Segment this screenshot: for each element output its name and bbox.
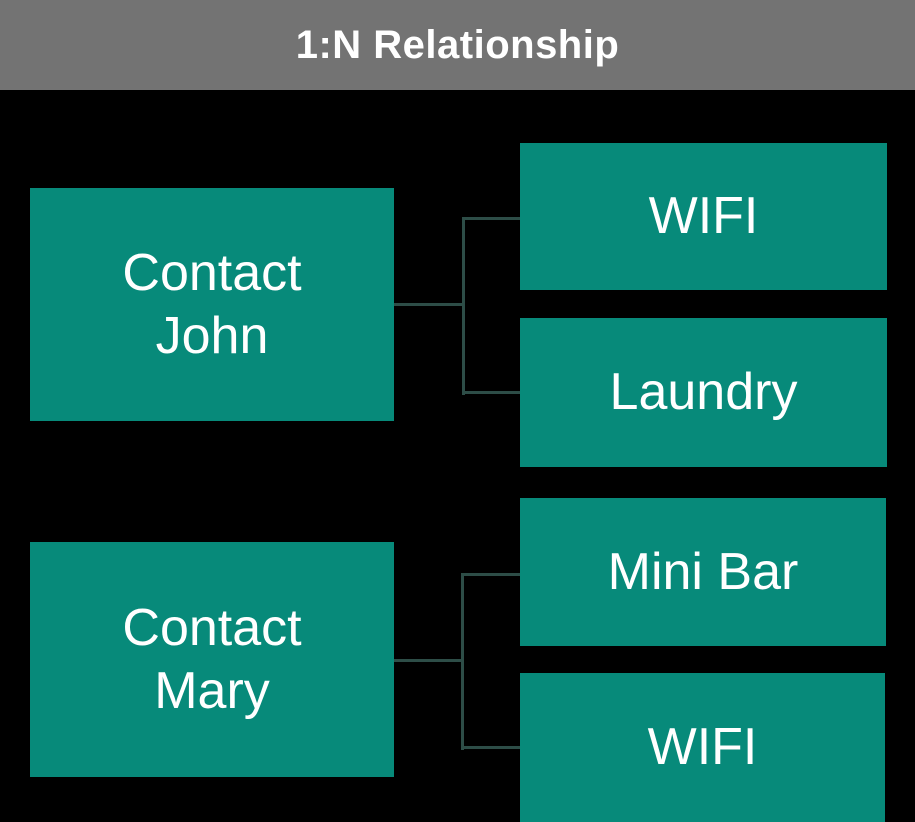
node-contact-john: Contact John bbox=[30, 188, 394, 421]
connector-mary-rail bbox=[461, 573, 464, 750]
title-bar: 1:N Relationship bbox=[0, 0, 915, 90]
node-label: Contact Mary bbox=[122, 599, 302, 720]
node-label: Contact John bbox=[122, 244, 302, 365]
connector-mary-stub bbox=[394, 659, 462, 662]
connector-john-laundry bbox=[462, 391, 520, 394]
connector-john-wifi bbox=[462, 217, 520, 220]
connector-mary-minibar bbox=[461, 573, 520, 576]
node-wifi-mary: WIFI bbox=[520, 673, 885, 822]
node-contact-mary: Contact Mary bbox=[30, 542, 394, 777]
node-label: Laundry bbox=[609, 363, 798, 422]
node-label: Mini Bar bbox=[607, 542, 799, 601]
node-wifi-john: WIFI bbox=[520, 143, 887, 290]
connector-john-stub bbox=[394, 303, 463, 306]
node-label: WIFI bbox=[648, 187, 759, 246]
node-label: WIFI bbox=[647, 718, 758, 777]
node-laundry-john: Laundry bbox=[520, 318, 887, 467]
connector-mary-wifi bbox=[461, 746, 520, 749]
node-mini-bar-mary: Mini Bar bbox=[520, 498, 886, 646]
connector-john-rail bbox=[462, 217, 465, 395]
page-title: 1:N Relationship bbox=[295, 22, 620, 67]
